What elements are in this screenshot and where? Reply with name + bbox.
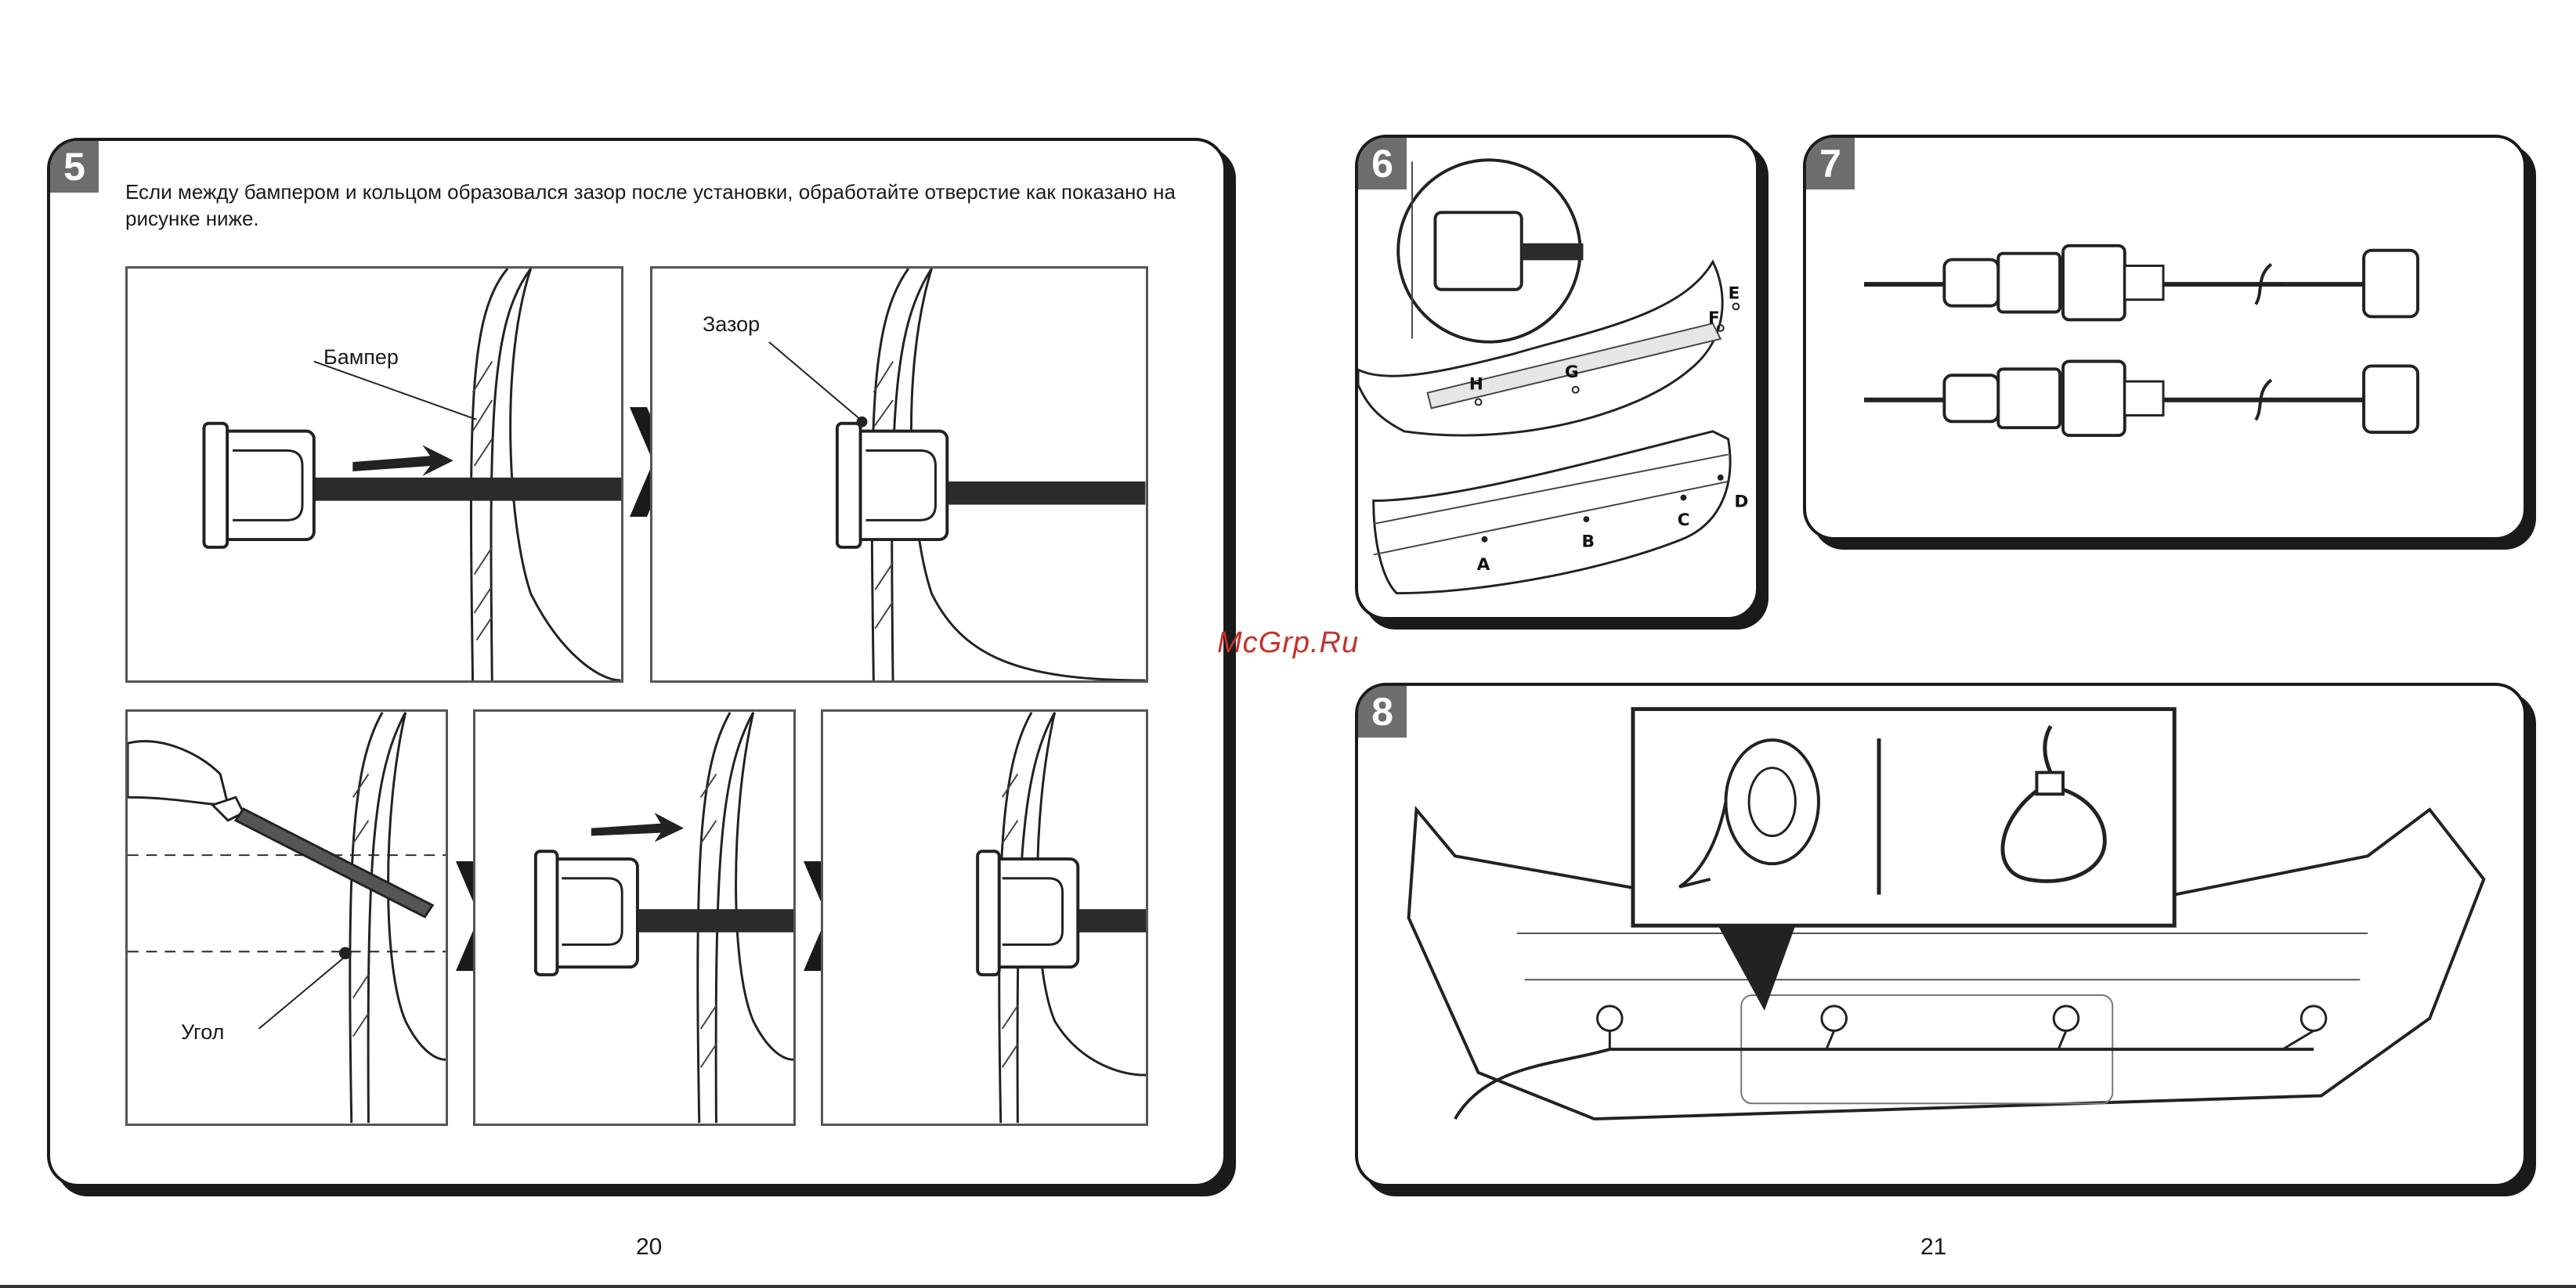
point-label-h: H bbox=[1469, 375, 1483, 395]
illustration-gap: Зазор bbox=[650, 266, 1148, 683]
illustration-sensor-insert: Бампер bbox=[125, 266, 623, 683]
bumper-wiring-drawing bbox=[1358, 686, 2524, 1184]
page-number-right: 21 bbox=[1920, 1234, 1946, 1261]
point-label-b: B bbox=[1582, 532, 1595, 552]
sensor-cable-connectors-drawing bbox=[1806, 138, 2524, 537]
step-6-panel: 6 A B C D E F G H bbox=[1355, 135, 1759, 620]
point-label-d: D bbox=[1734, 492, 1748, 511]
illustration-file-hole: Угол bbox=[125, 709, 448, 1126]
watermark: McGrp.Ru bbox=[1217, 626, 1359, 660]
step-number: 5 bbox=[50, 141, 99, 193]
page-number-left: 20 bbox=[636, 1234, 662, 1261]
illustration-reinsert bbox=[473, 709, 796, 1126]
connector-cable-2 bbox=[1864, 362, 2418, 436]
point-label-a: A bbox=[1477, 555, 1490, 575]
point-label-g: G bbox=[1565, 363, 1579, 382]
bottom-rule bbox=[0, 1285, 2576, 1288]
label-corner: Угол bbox=[181, 1020, 224, 1044]
connector-cable-1 bbox=[1864, 246, 2418, 320]
step-7-panel: 7 bbox=[1803, 135, 2527, 540]
step-5-panel: 5 Если между бампером и кольцом образова… bbox=[47, 138, 1227, 1187]
label-gap: Зазор bbox=[703, 312, 760, 337]
step-instruction: Если между бампером и кольцом образовалс… bbox=[125, 179, 1190, 232]
sensor-fitted-drawing bbox=[823, 712, 1146, 1124]
point-label-f: F bbox=[1708, 308, 1720, 328]
point-label-c: C bbox=[1678, 511, 1690, 530]
file-hole-drawing bbox=[128, 712, 446, 1124]
sensor-insert-drawing bbox=[128, 269, 621, 680]
illustration-sensor-fitted bbox=[821, 709, 1148, 1126]
label-bumper: Бампер bbox=[323, 345, 399, 370]
step-8-panel: 8 bbox=[1355, 683, 2527, 1187]
reinsert-drawing bbox=[475, 712, 793, 1124]
bumper-sensor-positions-drawing: A B C D E F G H bbox=[1358, 138, 1756, 617]
point-label-e: E bbox=[1729, 284, 1740, 304]
